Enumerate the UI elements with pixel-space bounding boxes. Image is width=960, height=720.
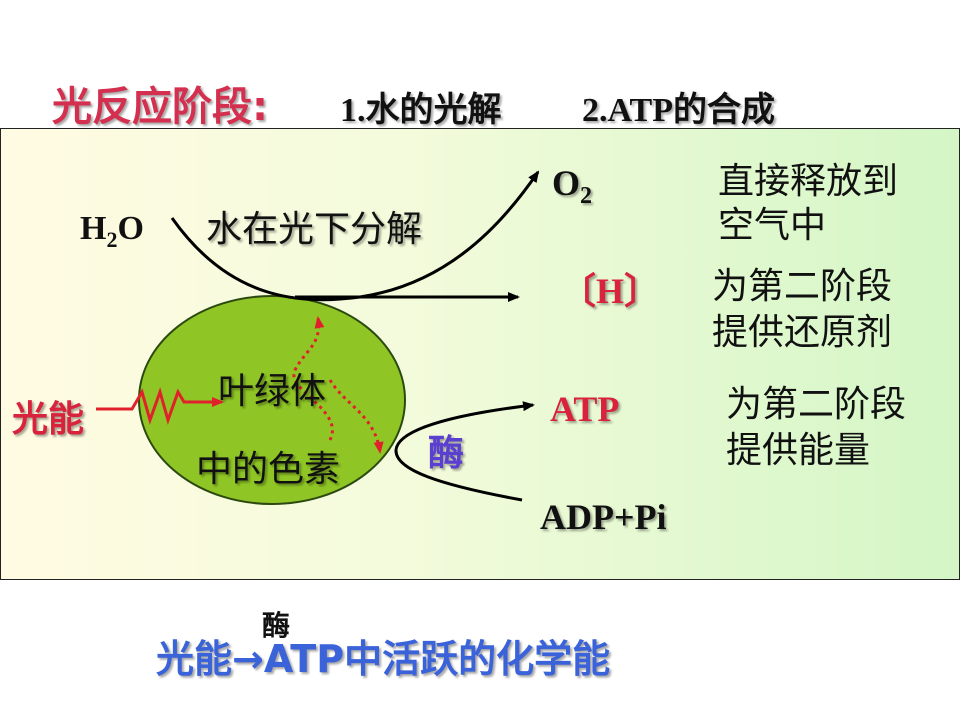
- subtitle-atp-synthesis: 2.ATP的合成: [582, 92, 775, 129]
- adp-pi-label: ADP+Pi: [540, 497, 667, 537]
- energy-dotted-path-down: [328, 379, 384, 454]
- light-energy-label: 光能: [12, 399, 85, 440]
- subtitle-water-photolysis: 1.水的光解: [340, 92, 502, 129]
- energy-conversion-equation: 光能→ATP中活跃的化学能: [156, 637, 611, 681]
- energy-dotted-path-up: [292, 316, 334, 441]
- oxygen-note: 直接释放到 空气中: [718, 161, 899, 246]
- hydrogen-note: 为第二阶段 提供还原剂: [712, 266, 893, 353]
- atp-note: 为第二阶段 提供能量: [726, 384, 907, 471]
- water-splitting-label: 水在光下分解: [206, 209, 423, 250]
- chloroplast-label-line1: 叶绿体: [218, 371, 327, 412]
- equation-enzyme-label: 酶: [262, 609, 291, 642]
- water-molecule-label: H2O: [80, 210, 144, 252]
- reducing-hydrogen-label: 〔H〕: [560, 271, 661, 311]
- enzyme-label: 酶: [428, 433, 465, 474]
- oxygen-label: O2: [552, 163, 593, 210]
- atp-synthesis-curve: [394, 401, 535, 502]
- atp-label: ATP: [550, 389, 620, 429]
- light-zigzag: [96, 387, 224, 425]
- chloroplast-label-line2: 中的色素: [196, 449, 341, 490]
- page-title: 光反应阶段:: [52, 84, 268, 130]
